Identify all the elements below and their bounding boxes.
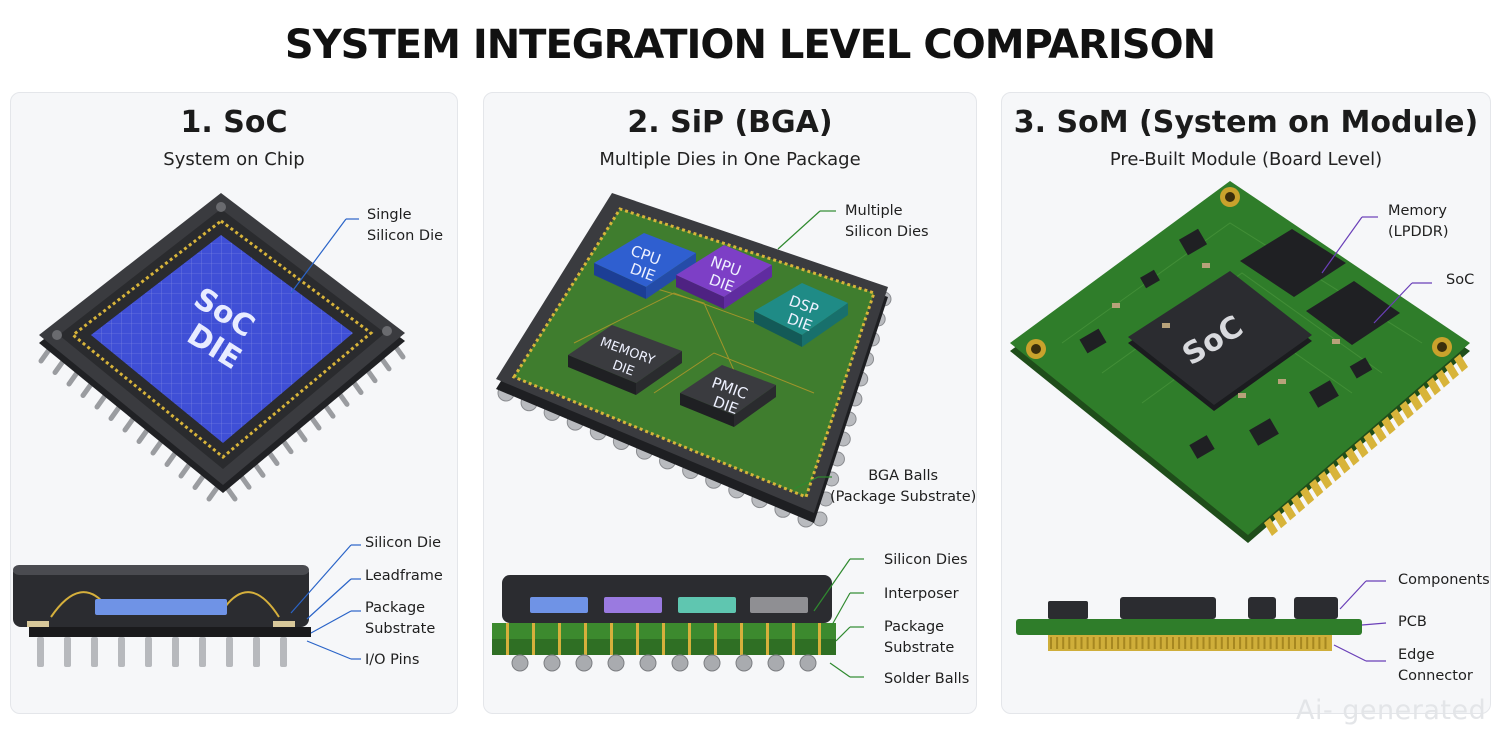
- panel-sip-title: 2. SiP (BGA): [627, 105, 833, 140]
- page-title: SYSTEM INTEGRATION LEVEL COMPARISON: [284, 22, 1216, 68]
- bga-package-icon: CPU DIE NPU DIE DSP DIE MEMORY DIE PMIC …: [492, 193, 892, 678]
- callout-solder-balls: Solder Balls: [884, 671, 970, 687]
- callout-sip-package-substrate: Package Substrate: [884, 619, 955, 656]
- callout-som-soc: SoC: [1446, 272, 1475, 288]
- callout-edge-connector: Edge Connector: [1398, 647, 1473, 684]
- callout-bga-balls: BGA Balls (Package Substrate): [830, 468, 977, 505]
- panel-som-subtitle: Pre-Built Module (Board Level): [1109, 149, 1383, 170]
- callout-pcb: PCB: [1398, 614, 1427, 630]
- som-memory-chip-2: [1306, 281, 1400, 345]
- watermark: Ai- generated: [1296, 695, 1487, 726]
- panel-soc-title: 1. SoC: [180, 105, 288, 140]
- panel-som: 3. SoM (System on Module) Pre-Built Modu…: [1001, 92, 1491, 714]
- pmic-die: [680, 365, 776, 427]
- panel-sip: 2. SiP (BGA) Multiple Dies in One Packag…: [483, 92, 977, 714]
- module-board-icon: SoC: [1010, 181, 1470, 662]
- cpu-die: [594, 233, 696, 299]
- callout-memory: Memory (LPDDR): [1388, 203, 1449, 240]
- callout-multiple-dies: Multiple Silicon Dies: [845, 203, 929, 240]
- panel-soc-subtitle: System on Chip: [163, 149, 305, 170]
- callout-interposer: Interposer: [884, 586, 959, 602]
- npu-die: [676, 245, 772, 309]
- memory-die: [568, 325, 682, 395]
- panel-sip-subtitle: Multiple Dies in One Package: [599, 149, 861, 170]
- panel-som-title: 3. SoM (System on Module): [1013, 105, 1479, 140]
- soc-cross-silicon-die: [95, 599, 227, 615]
- callout-silicon-dies: Silicon Dies: [884, 552, 968, 568]
- memory-die-label-2: DIE: [610, 358, 636, 380]
- callout-silicon-die: Silicon Die: [365, 535, 442, 551]
- panel-soc: 1. SoC System on Chip SoC DIE: [10, 92, 458, 714]
- dsp-die: [754, 283, 848, 347]
- som-memory-chip-1: [1240, 229, 1346, 297]
- soc-cross-section-body: [13, 565, 309, 627]
- callout-leadframe: Leadframe: [365, 568, 443, 584]
- qfp-chip-icon: SoC DIE: [13, 193, 406, 667]
- callout-components: Components: [1398, 572, 1490, 588]
- callout-package-substrate: Package Substrate: [365, 600, 436, 637]
- callout-io-pins: I/O Pins: [365, 652, 420, 668]
- som-cross-pcb: [1016, 619, 1362, 635]
- callout-single-die: Single Silicon Die: [367, 207, 444, 244]
